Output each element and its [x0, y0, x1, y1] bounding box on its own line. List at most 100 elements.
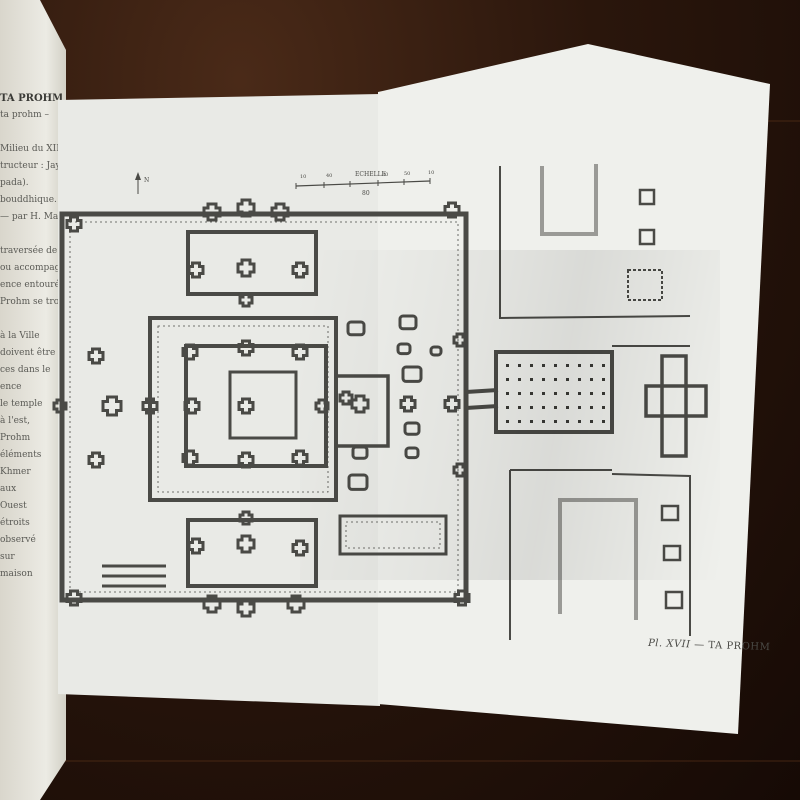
hall-pillar — [530, 392, 533, 395]
tower-pavilion — [141, 397, 159, 415]
hall-pillar — [542, 420, 545, 423]
scale-tick-label: 30 — [382, 172, 388, 178]
left-page-line: Prohm se trouve — [0, 297, 62, 307]
left-page-line: sur — [0, 552, 15, 562]
left-page-line: bouddhique. — [0, 195, 57, 205]
hall-pillar — [530, 378, 533, 381]
hall-pillar — [506, 364, 509, 367]
tower-pavilion — [350, 394, 370, 414]
hall-pillar — [542, 406, 545, 409]
plate-number: Pl. XVII — [647, 637, 691, 651]
left-page-line: Ouest — [0, 501, 27, 511]
hall-pillar — [602, 406, 605, 409]
shrine — [404, 446, 420, 460]
tower-pavilion — [65, 589, 83, 607]
central-gallery — [184, 344, 328, 468]
hall-pillar — [506, 406, 509, 409]
hall-pillar — [566, 392, 569, 395]
left-page-line: ces dans le — [0, 365, 51, 375]
east-gopura — [644, 354, 708, 458]
left-page-line: Khmer — [0, 467, 31, 477]
tower-pavilion — [238, 510, 254, 526]
hall-pillar — [578, 406, 581, 409]
tower-pavilion — [202, 594, 222, 614]
tower-pavilion — [52, 398, 68, 414]
shrine — [347, 473, 369, 491]
hall-pillar — [566, 420, 569, 423]
tower-pavilion — [453, 589, 471, 607]
left-page-heading: TA PROHM — [0, 93, 62, 104]
hall-pillar — [506, 378, 509, 381]
tower-pavilion — [87, 347, 105, 365]
hall-pillars — [506, 364, 605, 423]
hall-pillar — [530, 364, 533, 367]
tower-pavilion — [452, 332, 468, 348]
left-page-line: pada). — [0, 178, 29, 188]
shrine — [401, 365, 423, 383]
hall-pillar — [578, 378, 581, 381]
tower-pavilion — [443, 395, 461, 413]
north-label: N — [144, 177, 149, 184]
hall-pillar — [566, 406, 569, 409]
tower-pavilion — [181, 343, 199, 361]
left-page-line: ence — [0, 382, 22, 392]
tower-pavilion — [236, 598, 256, 618]
wood-grain — [0, 760, 800, 762]
hall-pillar — [518, 420, 521, 423]
hall-pillar — [566, 364, 569, 367]
left-page-line: ence entouré — [0, 280, 60, 290]
north-courtyard — [186, 230, 318, 296]
hall-pillar — [578, 392, 581, 395]
scale-tick-label: 10 — [300, 174, 306, 180]
scale-center-number: 80 — [362, 190, 370, 197]
tower-pavilion — [87, 451, 105, 469]
left-page-line: à l'est, — [0, 416, 31, 426]
left-page-line: maison — [0, 569, 33, 579]
left-page-line: à la Ville — [0, 331, 40, 341]
tower-pavilion — [236, 198, 256, 218]
hall-pillar — [518, 378, 521, 381]
tower-pavilion — [101, 395, 123, 417]
outer-pavilions — [638, 188, 684, 610]
hall-pillar — [602, 364, 605, 367]
left-page-line: éléments — [0, 450, 42, 460]
inner-gallery-columns — [157, 325, 329, 493]
hall-pillar — [590, 378, 593, 381]
ruined-pavilion — [627, 269, 663, 301]
central-sanctuary-court — [228, 370, 298, 440]
tower-pavilion — [314, 398, 330, 414]
tower-pavilion — [291, 343, 309, 361]
shrine — [398, 314, 418, 331]
tower-pavilion — [236, 258, 256, 278]
outer-gallery-columns — [69, 221, 459, 593]
hall-pillar — [554, 392, 557, 395]
left-page-line: ou accompagné — [0, 263, 62, 273]
tower-pavilion — [291, 261, 309, 279]
hall-pillar — [554, 378, 557, 381]
tower-pavilion — [291, 449, 309, 467]
small-shrines — [346, 314, 443, 491]
hall-pillar — [602, 392, 605, 395]
shrine — [396, 342, 412, 356]
tower-pavilion — [236, 534, 256, 554]
tower-pavilion — [452, 462, 468, 478]
tower-pavilion — [237, 339, 255, 357]
hall-pillar — [518, 406, 521, 409]
hall-columns — [345, 521, 441, 549]
left-page-line: traversée de — [0, 246, 58, 256]
tower-pavilion — [187, 261, 205, 279]
hall-pillar — [578, 420, 581, 423]
tower-pavilion — [443, 201, 461, 219]
shrine — [346, 320, 366, 337]
hall-pillar — [530, 406, 533, 409]
west-stepped-platform — [102, 564, 166, 588]
outer-laterite-walls — [540, 164, 638, 620]
hall-pillar — [602, 420, 605, 423]
hall-pillar — [554, 420, 557, 423]
shrine — [429, 345, 443, 357]
hall-pillar — [602, 378, 605, 381]
tower-pavilion — [270, 202, 290, 222]
